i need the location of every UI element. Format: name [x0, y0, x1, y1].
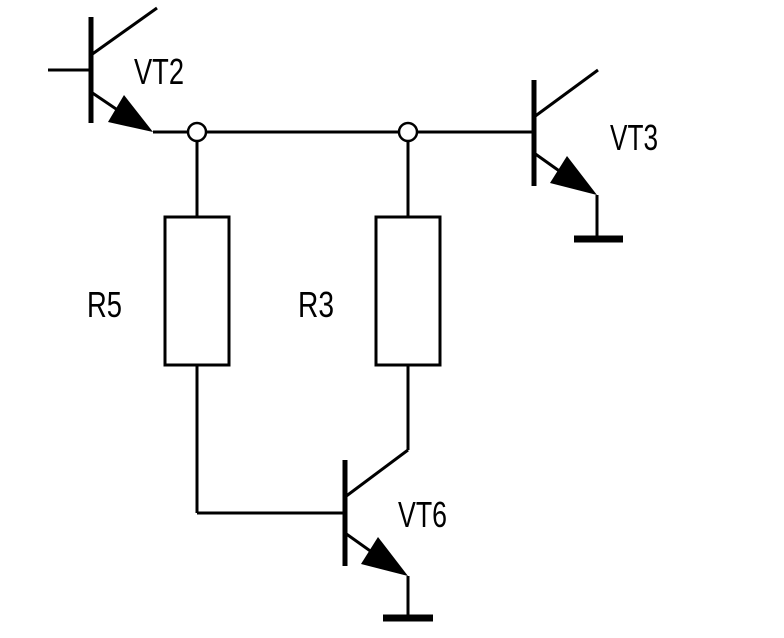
- vt2-emitter-arrow: [108, 95, 153, 132]
- vt6-emitter-arrow: [361, 537, 408, 576]
- label-r3: R3: [298, 284, 334, 325]
- label-vt3: VT3: [610, 117, 658, 158]
- r5-body: [163, 215, 231, 367]
- label-vt2: VT2: [134, 51, 184, 92]
- vt2-collector: [90, 6, 158, 57]
- vt3-emitter-arrow: [550, 156, 597, 195]
- transistor-vt3: [531, 68, 623, 243]
- label-r5: R5: [87, 284, 122, 325]
- transistor-vt2: [48, 6, 158, 132]
- vt6-collector: [344, 448, 409, 499]
- junction-node-left: [186, 121, 208, 143]
- transistor-vt6: [342, 448, 433, 622]
- label-vt6: VT6: [398, 494, 447, 535]
- resistor-r3: [374, 141, 442, 450]
- r3-body: [374, 215, 442, 367]
- resistor-r5: [163, 141, 231, 513]
- vt3-collector: [533, 68, 599, 119]
- junction-node-right: [397, 121, 419, 143]
